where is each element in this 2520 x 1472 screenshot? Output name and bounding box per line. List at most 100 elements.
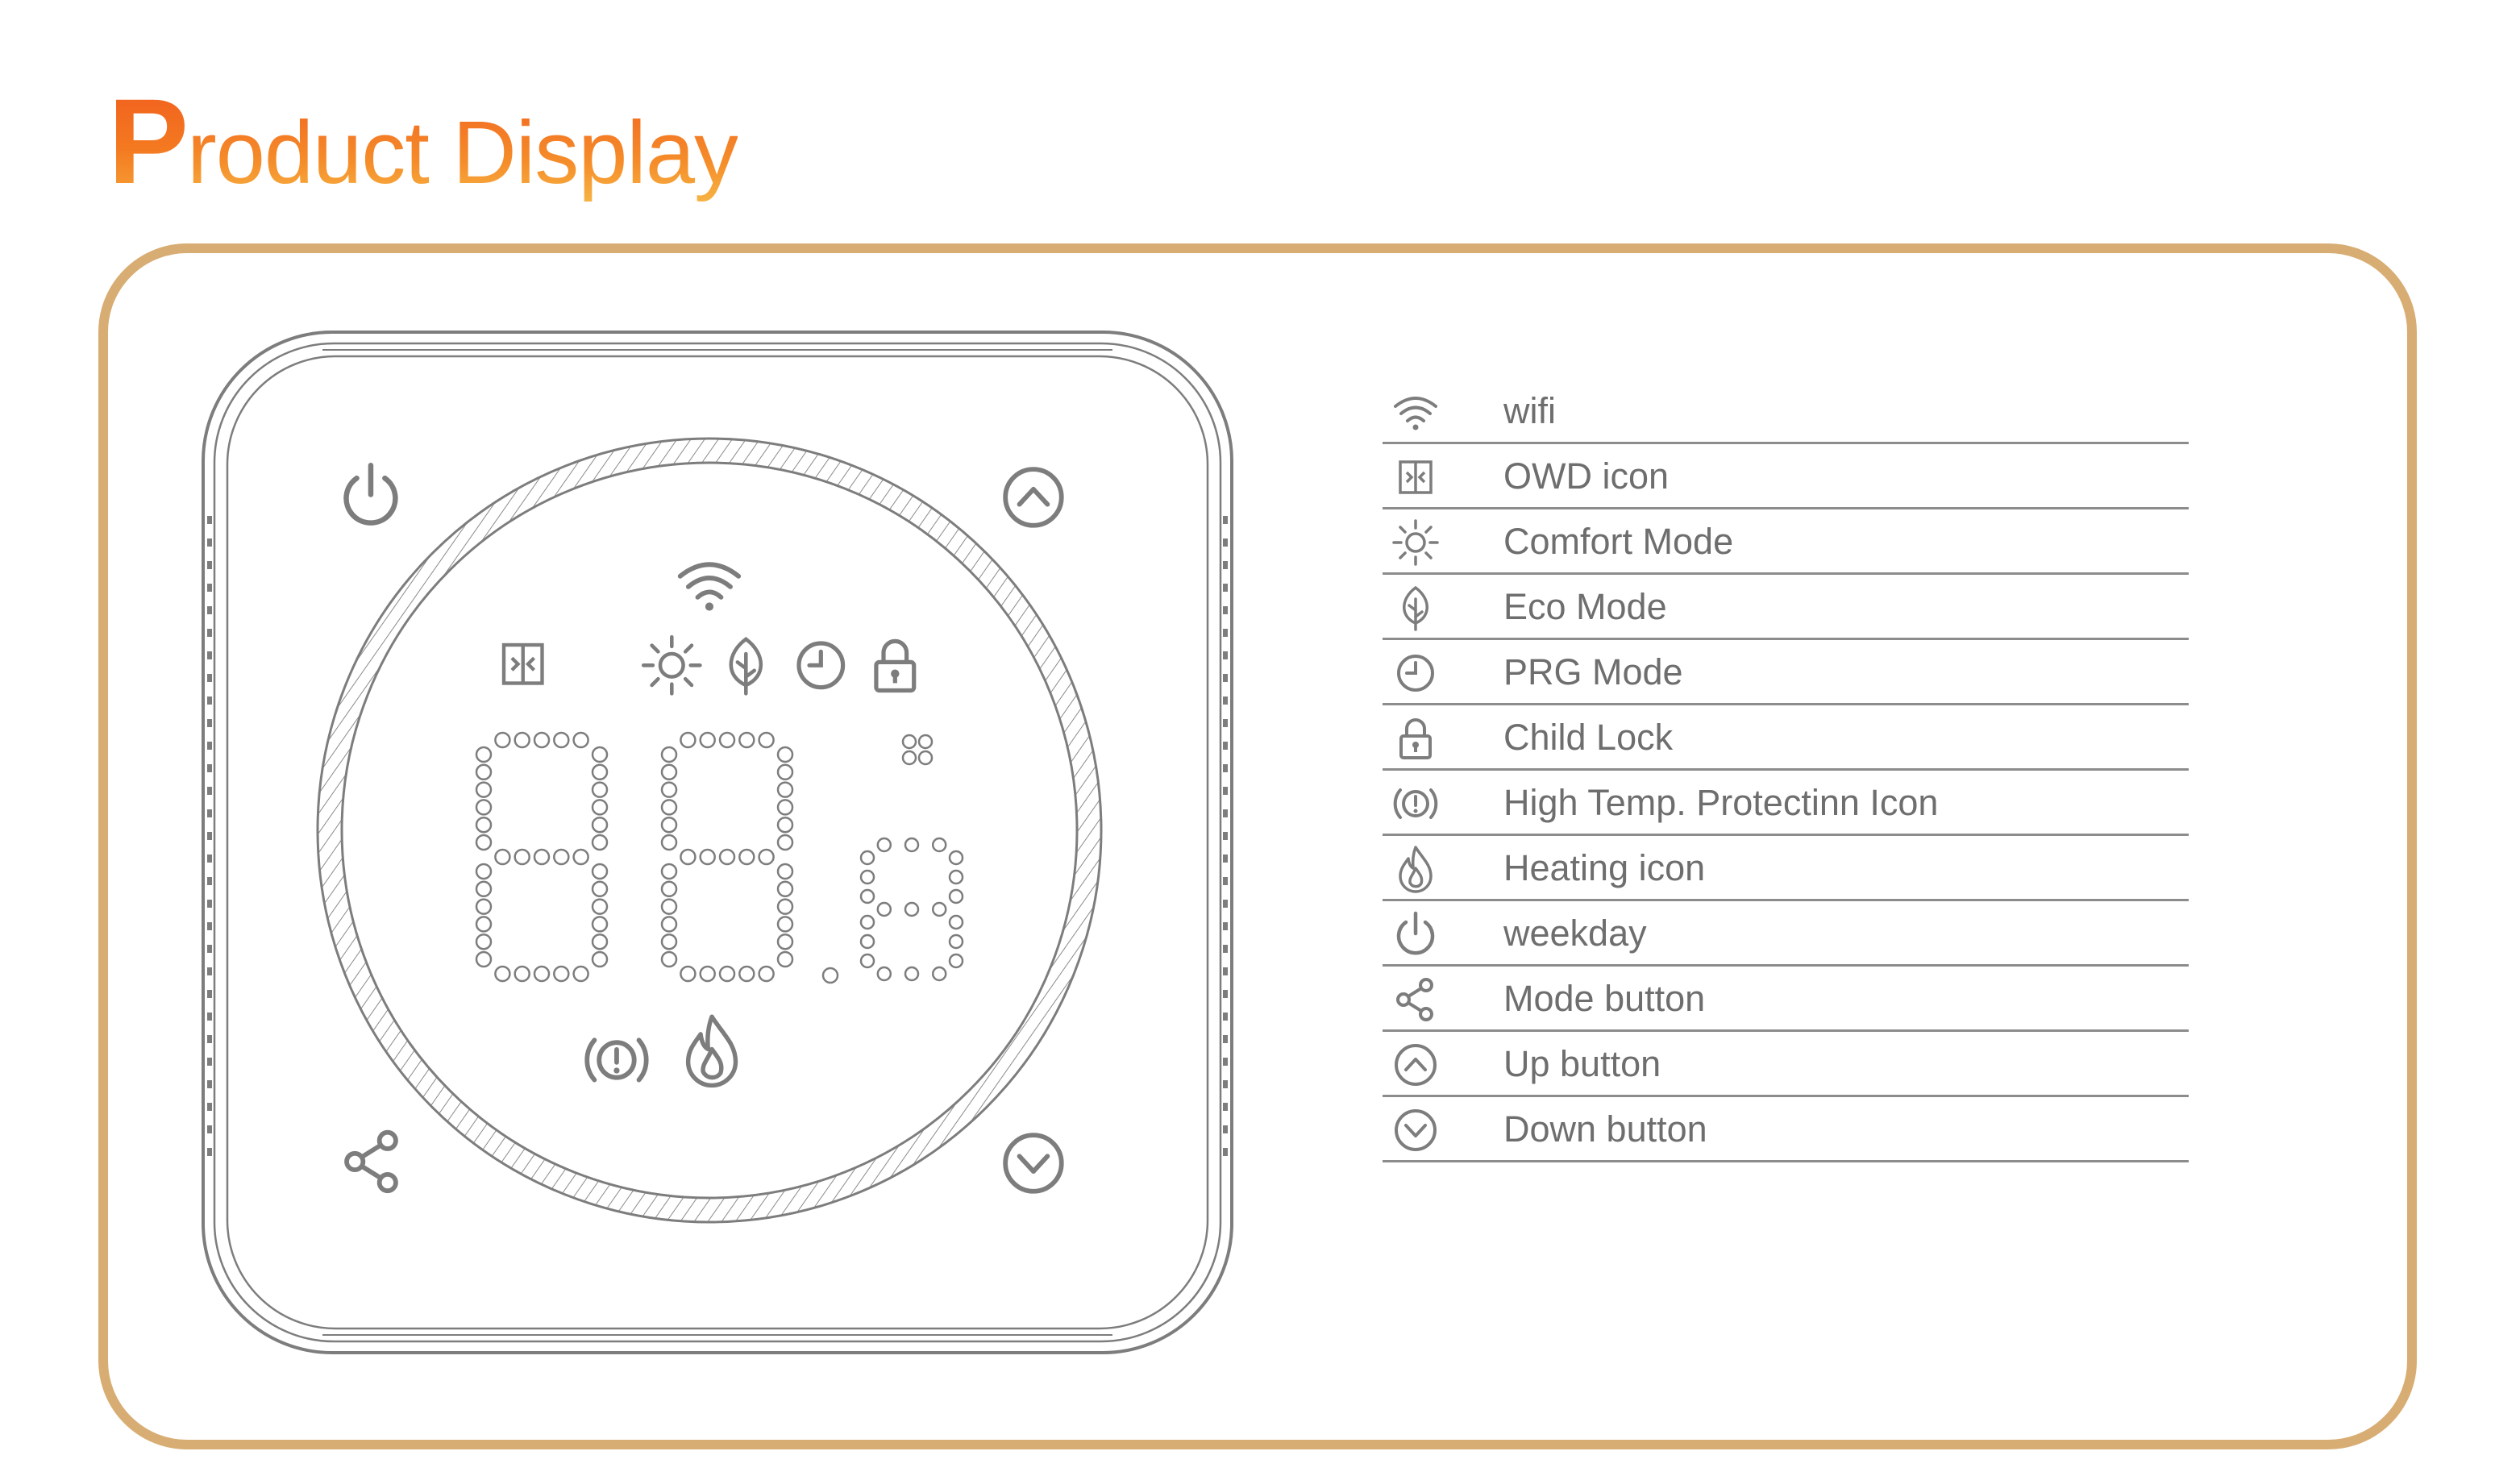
legend-row: Heating icon <box>1383 836 2189 901</box>
segment-dot <box>718 965 736 983</box>
segment-dot <box>660 834 678 851</box>
legend-row: Down button <box>1383 1097 2189 1162</box>
legend-label: Comfort Mode <box>1503 521 1734 562</box>
legend-label: Eco Mode <box>1503 586 1667 627</box>
segment-dot <box>591 898 609 915</box>
chevron-down-circle-icon <box>1395 1109 1437 1151</box>
segment-dot <box>591 834 609 851</box>
segment-dot <box>591 799 609 816</box>
segment-dot <box>591 816 609 834</box>
segment-dot <box>901 750 917 766</box>
legend-row: High Temp. Protectinn Icon <box>1383 771 2189 836</box>
segment-dot <box>475 781 493 798</box>
legend-row: weekday <box>1383 901 2189 967</box>
high-temp-protection-icon <box>1393 788 1438 819</box>
segment-dot <box>776 781 794 798</box>
segment-dot <box>948 953 964 969</box>
segment-dot <box>758 731 775 749</box>
segment-dot <box>776 746 794 763</box>
sun-icon <box>1392 519 1439 566</box>
segment-dot <box>904 837 920 853</box>
segment-dot <box>904 966 920 982</box>
display-leaf-icon <box>731 639 761 694</box>
segment-dot <box>948 888 964 904</box>
segment-dot <box>948 914 964 930</box>
segment-dot <box>533 965 551 983</box>
legend-label: OWD icon <box>1503 455 1670 497</box>
segment-dot <box>475 763 493 781</box>
legend-label: Down button <box>1503 1108 1707 1150</box>
legend-label: Heating icon <box>1503 847 1706 888</box>
legend-label: weekday <box>1503 913 1647 954</box>
lock-icon <box>1399 718 1432 759</box>
segment-dot <box>572 731 589 749</box>
up-button-icon[interactable] <box>1005 469 1062 526</box>
power-button-icon[interactable] <box>347 465 396 522</box>
segment-dot <box>901 734 917 750</box>
segment-dot <box>475 916 493 933</box>
legend-label: PRG Mode <box>1503 651 1683 692</box>
legend-row: OWD icon <box>1383 444 2189 509</box>
segment-dot <box>948 869 964 885</box>
segment-dot <box>494 848 511 866</box>
segment-dot <box>699 965 716 983</box>
segment-dot <box>660 863 678 880</box>
share-icon <box>1396 978 1433 1021</box>
segment-dot <box>776 950 794 968</box>
legend-label: Up button <box>1503 1043 1661 1084</box>
power-icon <box>1391 909 1441 959</box>
segment-dot <box>699 848 716 866</box>
segment-dot <box>660 799 678 816</box>
display-flame-icon <box>688 1017 736 1085</box>
legend-label: Mode button <box>1503 978 1706 1019</box>
segment-dot <box>553 848 570 866</box>
segment-dot <box>931 966 947 982</box>
segment-dot <box>738 731 755 749</box>
segment-dot <box>680 965 697 983</box>
segment-dot <box>591 933 609 950</box>
chevron-up-circle-icon <box>1395 1044 1437 1086</box>
segment-dot <box>776 816 794 834</box>
segment-dot <box>591 781 609 798</box>
mode-button-icon[interactable] <box>347 1133 396 1191</box>
legend-label: Child Lock <box>1503 717 1674 758</box>
segment-dot <box>738 965 755 983</box>
display-clock-icon <box>799 643 843 688</box>
segment-dot <box>514 848 530 866</box>
flame-icon <box>1399 846 1433 893</box>
segment-dot <box>917 750 934 766</box>
down-button-icon[interactable] <box>1005 1135 1062 1191</box>
segment-dot <box>776 916 794 933</box>
segment-dot <box>591 916 609 933</box>
legend-label: wifi <box>1503 390 1556 431</box>
segment-digits <box>475 731 964 984</box>
segment-dot <box>591 746 609 763</box>
segment-dot <box>553 731 570 749</box>
segment-dot <box>533 848 551 866</box>
segment-dot <box>660 763 678 781</box>
segment-dot <box>572 848 589 866</box>
display-high-temp-icon <box>587 1040 646 1079</box>
segment-dot <box>680 848 697 866</box>
segment-dot <box>931 837 947 853</box>
segment-dot <box>776 880 794 898</box>
segment-dot <box>494 731 511 749</box>
segment-dot <box>931 901 947 917</box>
segment-dot <box>475 950 493 968</box>
segment-dot <box>475 799 493 816</box>
segment-dot <box>475 816 493 834</box>
page-title: Product Display <box>108 81 738 226</box>
segment-dot <box>475 746 493 763</box>
segment-dot <box>572 965 589 983</box>
dial-ring <box>316 437 1103 1224</box>
segment-dot <box>776 933 794 950</box>
segment-dot <box>660 950 678 968</box>
segment-dot <box>876 966 892 982</box>
segment-dot <box>591 863 609 880</box>
segment-dot <box>859 914 875 930</box>
segment-dot <box>475 880 493 898</box>
segment-dot <box>660 898 678 915</box>
segment-dot <box>660 746 678 763</box>
segment-dot <box>533 731 551 749</box>
